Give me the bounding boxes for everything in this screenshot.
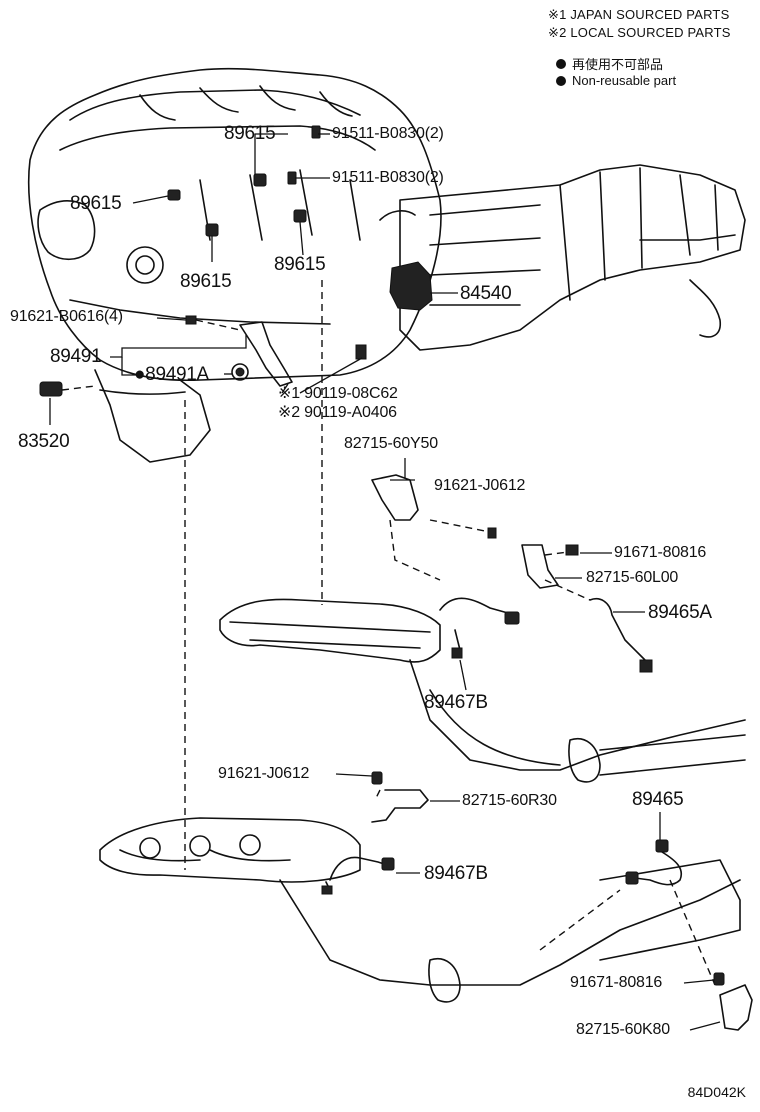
bullet-icon [556, 58, 566, 69]
part-91621-j0612-upper[interactable]: 91621-J0612 [434, 477, 526, 494]
reference-lines [61, 280, 716, 986]
engine-illustration [27, 67, 746, 463]
part-89467b-lower[interactable]: 89467B [424, 863, 488, 884]
part-84540[interactable]: 84540 [460, 283, 512, 304]
part-82715-60k80[interactable]: 82715-60K80 [576, 1021, 670, 1038]
part-91621-b0616[interactable]: 91621-B0616(4) [10, 308, 123, 325]
part-89465[interactable]: 89465 [632, 789, 684, 810]
note-japan-sourced: ※1 JAPAN SOURCED PARTS [548, 7, 730, 22]
part-82715-60l00[interactable]: 82715-60L00 [586, 569, 679, 586]
part-91511-b0830-upper[interactable]: 91511-B0830(2) [332, 125, 444, 142]
part-91671-80816-upper[interactable]: 91671-80816 [614, 544, 707, 561]
part-91671-80816-lower[interactable]: 91671-80816 [570, 974, 663, 991]
part-82715-60y50[interactable]: 82715-60Y50 [344, 435, 438, 452]
part-89615-left[interactable]: 89615 [70, 193, 122, 214]
legend-en-text: Non-reusable part [572, 73, 677, 88]
figure-reference: 84D042K [687, 1084, 746, 1100]
part-91511-b0830-lower[interactable]: 91511-B0830(2) [332, 169, 444, 186]
note-local-sourced: ※2 LOCAL SOURCED PARTS [548, 25, 731, 40]
part-89615-lower-right[interactable]: 89615 [274, 254, 326, 275]
part-89491[interactable]: 89491 [50, 346, 102, 367]
legend-nonreusable-jp: 再使用不可部品 [556, 54, 663, 73]
leader-lines [49, 133, 721, 1031]
lower-exhaust [99, 771, 753, 1031]
part-90119-a0406[interactable]: ※2 90119-A0406 [278, 404, 397, 421]
upper-exhaust [219, 474, 746, 783]
part-89467b-upper[interactable]: 89467B [424, 692, 488, 713]
part-82715-60r30[interactable]: 82715-60R30 [462, 792, 557, 809]
part-83520[interactable]: 83520 [18, 431, 70, 452]
part-89465a[interactable]: 89465A [648, 602, 712, 623]
part-89615-top[interactable]: 89615 [224, 123, 276, 144]
legend-nonreusable-en: Non-reusable part [556, 73, 676, 88]
part-89615-lower-left[interactable]: 89615 [180, 271, 232, 292]
bullet-icon [556, 75, 566, 86]
legend-jp-text: 再使用不可部品 [572, 57, 664, 72]
part-91621-j0612-lower[interactable]: 91621-J0612 [218, 765, 310, 782]
part-89491a[interactable]: ●89491A [134, 364, 209, 385]
engine-sensors [39, 125, 433, 397]
part-90119-08c62[interactable]: ※1 90119-08C62 [278, 385, 398, 402]
